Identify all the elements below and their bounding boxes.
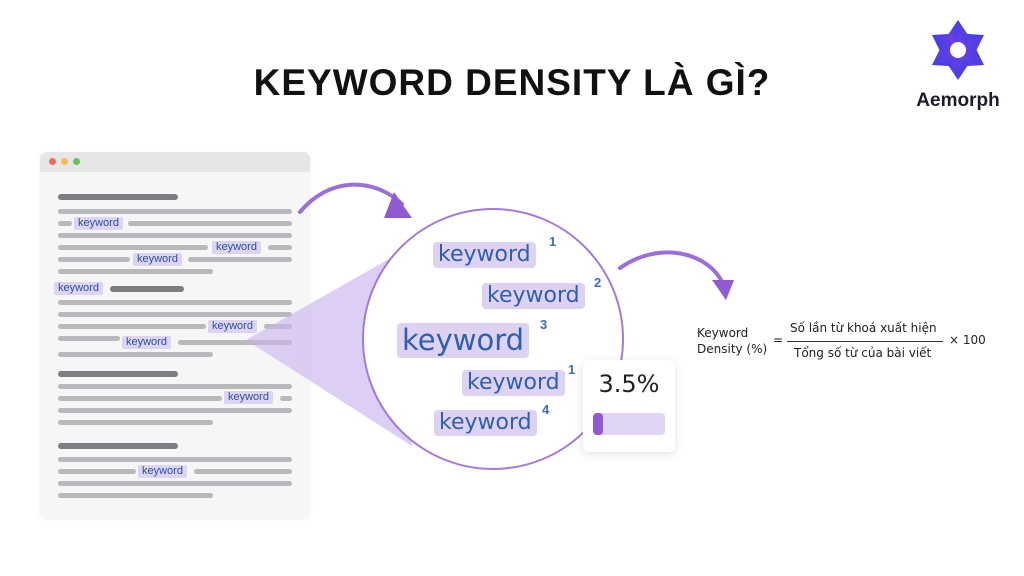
keyword-highlight: keyword [133, 253, 182, 266]
text-line [58, 352, 213, 357]
text-line [58, 209, 292, 214]
text-line [58, 245, 208, 250]
heading-line [58, 443, 178, 449]
formula-denominator: Tổng số từ của bài viết [794, 346, 932, 360]
formula-equals: = [773, 333, 784, 347]
arrow-curve [298, 182, 404, 214]
density-bar-track [593, 413, 665, 435]
magnified-keyword: keyword [482, 283, 585, 310]
formula-lhs-line2: Density (%) [697, 342, 768, 356]
keyword-highlight: keyword [54, 282, 103, 295]
text-line [58, 300, 292, 305]
heading-line [110, 286, 184, 292]
text-line [280, 396, 292, 401]
heading-line [58, 371, 178, 377]
browser-title-bar [40, 152, 310, 172]
formula-fraction-line [787, 341, 943, 342]
brand-logo: Aemorph [908, 18, 1008, 118]
formula-numerator: Số lần từ khoá xuất hiện [790, 321, 937, 335]
text-line [58, 408, 292, 413]
text-line [58, 324, 206, 329]
brand-name: Aemorph [916, 90, 1000, 111]
maximize-dot [73, 158, 80, 165]
text-line [58, 481, 292, 486]
text-line [178, 340, 292, 345]
text-line [58, 420, 213, 425]
keyword-count: 3 [540, 317, 548, 332]
density-bar-fill [593, 413, 604, 435]
magnified-keyword: keyword [433, 242, 536, 269]
density-value: 3.5% [598, 370, 660, 398]
text-line [58, 257, 130, 262]
keyword-highlight: keyword [212, 241, 261, 254]
keyword-count: 2 [594, 275, 602, 290]
text-line [58, 493, 213, 498]
keyword-count: 1 [549, 234, 557, 249]
text-line [58, 312, 292, 317]
minimize-dot [61, 158, 68, 165]
keyword-count: 1 [568, 362, 576, 377]
keyword-count: 4 [542, 402, 550, 417]
close-dot [49, 158, 56, 165]
text-line [58, 336, 120, 341]
text-line [58, 269, 213, 274]
density-card: 3.5% [583, 360, 675, 452]
text-line [268, 245, 292, 250]
formula-multiplier: × 100 [949, 333, 986, 347]
aemorph-logo-icon [932, 20, 984, 80]
text-line [58, 469, 136, 474]
keyword-highlight: keyword [74, 217, 123, 230]
text-line [128, 221, 292, 226]
keyword-highlight: keyword [208, 320, 257, 333]
text-line [58, 221, 72, 226]
formula-lhs-line1: Keyword [697, 326, 749, 340]
magnified-keyword: keyword [397, 323, 530, 358]
arrow-head [712, 280, 734, 300]
text-line [58, 233, 292, 238]
text-line [58, 457, 292, 462]
heading-line [58, 194, 178, 200]
page-title: KEYWORD DENSITY LÀ GÌ? [253, 62, 771, 103]
magnified-keyword: keyword [434, 410, 537, 437]
keyword-highlight: keyword [138, 465, 187, 478]
text-line [194, 469, 292, 474]
magnified-keyword: keyword [462, 370, 565, 397]
keyword-highlight: keyword [224, 391, 273, 404]
arrow-head [384, 192, 412, 218]
text-line [58, 384, 292, 389]
text-line [58, 396, 222, 401]
keyword-highlight: keyword [122, 336, 171, 349]
text-line [188, 257, 292, 262]
arrow-curve [618, 250, 726, 288]
